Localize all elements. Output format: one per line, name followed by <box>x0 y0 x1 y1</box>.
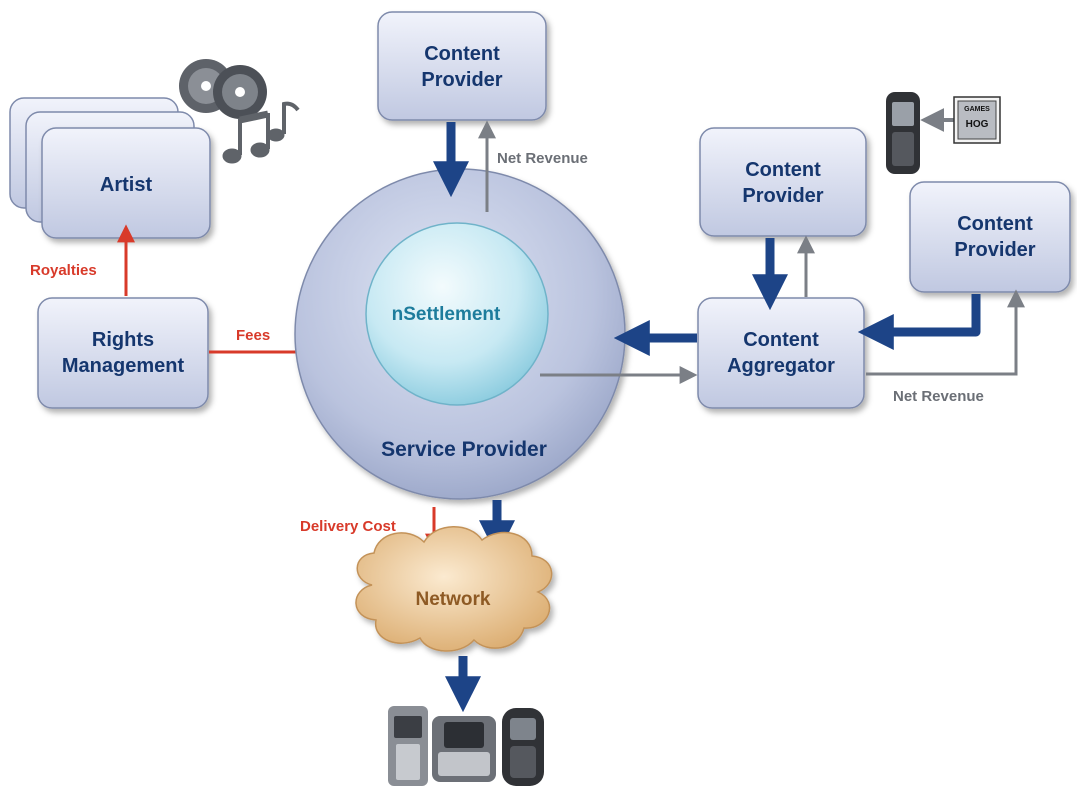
content-provider-right-label-line2: Provider <box>954 239 1035 261</box>
content-provider-mid-label-line1: Content <box>745 159 821 181</box>
handset-bar-phone-icon <box>388 706 428 786</box>
content-aggregator-label-line2: Aggregator <box>727 355 835 377</box>
handset-rugged-phone-icon <box>502 708 544 786</box>
music-notes-icon <box>222 101 300 164</box>
content-aggregator-label-line1: Content <box>743 329 819 351</box>
rights-management-box[interactable] <box>37 297 209 409</box>
net-revenue-right-label: Net Revenue <box>893 388 984 405</box>
artist-label: Artist <box>100 174 153 196</box>
mobile-phone-icon <box>886 92 920 174</box>
content-provider-top-label-line1: Content <box>424 43 500 65</box>
nsettlement-circle[interactable] <box>365 222 549 406</box>
net-revenue-top-label: Net Revenue <box>497 150 588 167</box>
nsettlement-label: nSettlement <box>392 304 501 325</box>
games-card-icon: GAMES HOG <box>953 96 1001 144</box>
fees-label: Fees <box>236 327 270 344</box>
content-provider-mid-box[interactable] <box>699 127 867 237</box>
network-label: Network <box>416 589 491 610</box>
content-provider-right-box[interactable] <box>909 181 1071 293</box>
games-card-title: GAMES <box>964 106 990 113</box>
right-provider-to-aggregator-arrow <box>857 294 981 350</box>
rights-management-label-line1: Rights <box>92 329 154 351</box>
content-provider-mid-label-line2: Provider <box>742 185 823 207</box>
service-provider-label: Service Provider <box>381 438 547 461</box>
games-card-subtitle: HOG <box>966 119 989 130</box>
royalties-label: Royalties <box>30 262 97 279</box>
content-provider-top-box[interactable] <box>377 11 547 121</box>
cd-discs-icon <box>179 59 267 119</box>
content-provider-right-label-line1: Content <box>957 213 1033 235</box>
rights-management-label-line2: Management <box>62 355 185 377</box>
network-cloud[interactable] <box>355 526 553 652</box>
delivery-cost-label: Delivery Cost <box>300 518 396 535</box>
aggregator-to-right-provider-arrow <box>866 289 1025 376</box>
content-aggregator-box[interactable] <box>697 297 865 409</box>
handset-qwerty-phone-icon <box>432 716 496 782</box>
content-provider-top-label-line2: Provider <box>421 69 502 91</box>
